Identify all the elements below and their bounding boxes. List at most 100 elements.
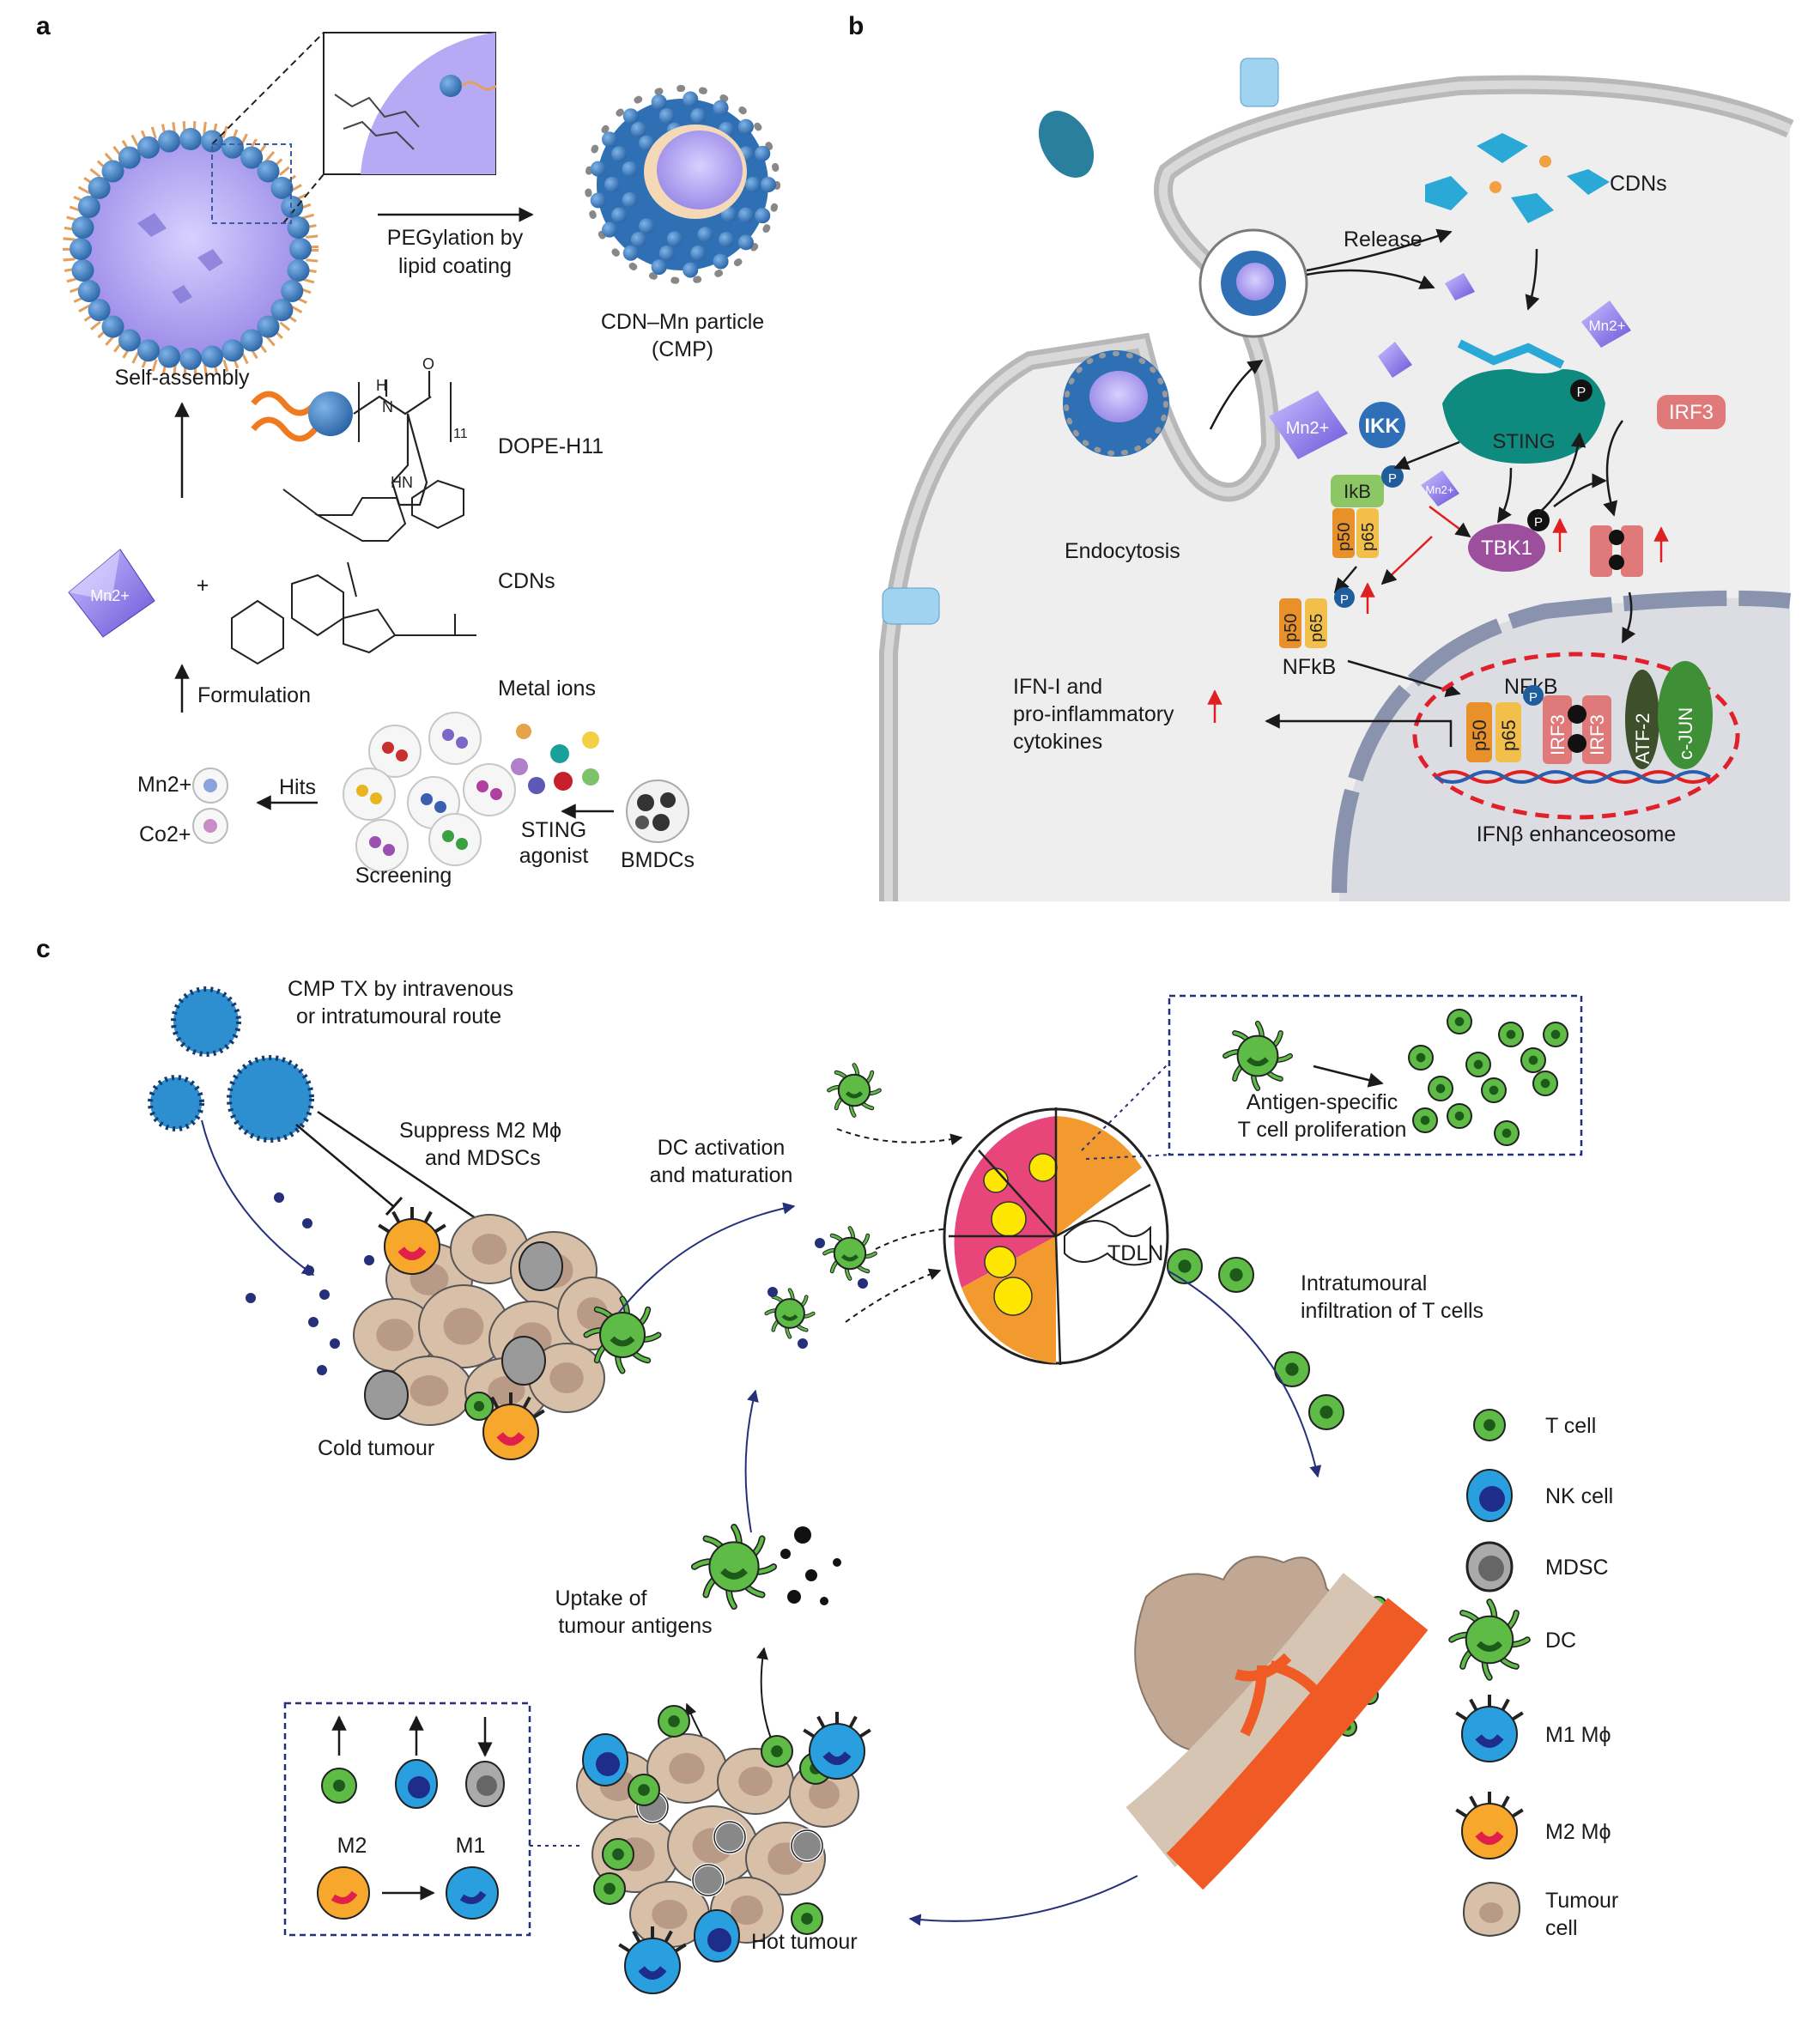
cjun-label: c-JUN (1675, 707, 1696, 760)
cdns-label-b: CDNs (1610, 172, 1667, 196)
tbk1-label: TBK1 (1481, 537, 1532, 560)
atf2-node (1625, 670, 1659, 769)
ikb-label: IkB (1344, 481, 1371, 502)
release-label: Release (1344, 227, 1423, 252)
formulation-label: Formulation (197, 683, 311, 707)
sting-phospho (1570, 379, 1592, 402)
uptake-label-1: Uptake of (555, 1586, 646, 1611)
dope-h11-structure: H N O HN 11 (251, 355, 468, 507)
particle-beads (70, 128, 312, 370)
irf3-dimer-b (1621, 525, 1643, 577)
p50-mid (1279, 598, 1301, 648)
irf3-enh-b-label: IRF3 (1586, 714, 1608, 755)
legend-label-4: M1 Mϕ (1545, 1723, 1611, 1747)
cmp-tx-label-1: CMP TX by intravenous (288, 977, 513, 1001)
suppress-label-2: and MDSCs (425, 1146, 541, 1170)
nuclear-envelope (1332, 590, 1792, 894)
mn-crystal-label: Mn2+ (90, 587, 130, 604)
uptake-dc (690, 1523, 841, 1611)
hits-label: Hits (279, 775, 316, 799)
mdsc-icon (1465, 1541, 1514, 1592)
atf2-label: ATF-2 (1632, 713, 1653, 764)
co-hit-label: Co2+ (139, 822, 191, 846)
legend-label-5: M2 Mϕ (1545, 1820, 1611, 1844)
ifn-label-1: IFN-I and (1013, 675, 1102, 699)
cold-tumour-label: Cold tumour (318, 1436, 434, 1460)
mn-label-b1: Mn2+ (1589, 318, 1626, 334)
m2-label: M2 (337, 1834, 367, 1858)
m1-macrophage-box (446, 1866, 499, 1920)
enh-p: P (1529, 690, 1538, 705)
ikk-node (1359, 402, 1405, 448)
p65-top-label: p65 (1359, 523, 1378, 551)
enhanceosome-label: IFNβ enhanceosome (1477, 822, 1677, 846)
cmp-label-1: CDN–Mn particle (601, 310, 764, 334)
svg-text:11: 11 (453, 427, 468, 441)
membrane-channel-dark (1038, 111, 1095, 178)
p50-enh-label: p50 (1469, 719, 1490, 751)
dope-label: DOPE-H11 (498, 434, 604, 458)
zoom-inset (211, 32, 497, 224)
self-assembled-particle (63, 121, 318, 377)
sting-label: STING (1492, 430, 1555, 453)
tbk1-node (1468, 524, 1545, 572)
membrane-channel-left (882, 587, 940, 625)
svg-text:O: O (422, 355, 434, 373)
cmp-particles-c (148, 986, 314, 1143)
svg-text:HN: HN (391, 474, 413, 491)
screening-label: Screening (355, 864, 452, 888)
pegylation-label-2: lipid coating (398, 254, 512, 278)
nk-cell-icon (1466, 1469, 1513, 1522)
uptake-label-2: tumour antigens (558, 1614, 712, 1638)
released-cdn-dots (246, 1192, 374, 1375)
infiltration-label-2: infiltration of T cells (1301, 1299, 1483, 1323)
cdn-molecules-b (1425, 133, 1610, 223)
plus-sign: + (197, 573, 209, 598)
cdn-structure (231, 479, 476, 665)
tbk1-p: P (1534, 515, 1543, 530)
self-assembly-label: Self-assembly (115, 366, 250, 390)
metal-ions-label: Metal ions (498, 676, 596, 701)
floating-dcs (764, 1063, 882, 1349)
legend-label-1: NK cell (1545, 1484, 1613, 1508)
mn-crystal: Mn2+ (68, 549, 155, 638)
dc-icon (1448, 1598, 1531, 1681)
antigen-label-2: T cell proliferation (1238, 1118, 1407, 1142)
inhibit-m2-line (295, 1124, 394, 1207)
metal-ion-dots (511, 724, 599, 794)
p50-top-label: p50 (1335, 523, 1354, 551)
m1-macrophage-icon (1455, 1695, 1524, 1762)
svg-text:H: H (376, 377, 387, 394)
sting-dimer (1442, 339, 1605, 464)
hot-tumour (576, 1705, 871, 1994)
legend-label-0: T cell (1545, 1414, 1596, 1438)
cmp-tx-label-2: or intratumoural route (296, 1004, 501, 1028)
cold-tumour (353, 1207, 662, 1460)
sting-p-label: P (1577, 385, 1586, 400)
tdln-label: TDLN (1107, 1241, 1163, 1265)
p65-enh-label: p65 (1498, 719, 1520, 751)
tumour-vessel (1125, 1556, 1429, 1890)
legend-label-2: MDSC (1545, 1556, 1609, 1580)
m2-macrophage-box (317, 1866, 370, 1920)
dna-strand-blue (1434, 770, 1712, 784)
m1-label: M1 (456, 1834, 486, 1858)
tumour-cell-icon (1462, 1881, 1521, 1938)
ikb-p: P (1388, 471, 1397, 486)
irf3-enh-a (1543, 695, 1572, 764)
panel-letter-c: c (36, 935, 51, 963)
dc-activation-label-1: DC activation (658, 1136, 786, 1160)
nfkb-label: NFkB (1283, 655, 1337, 679)
sting-agonist-label-1: STING (521, 818, 586, 842)
legend-label-3: DC (1545, 1629, 1576, 1653)
svg-text:N: N (382, 398, 393, 416)
legend-label-6-b: cell (1545, 1916, 1578, 1940)
bmdc-dish (626, 779, 689, 843)
p65-enh (1495, 702, 1521, 762)
irf3-enh-a-label: IRF3 (1547, 714, 1568, 755)
panel-letter-b: b (848, 12, 864, 40)
cjun-node (1658, 661, 1713, 769)
p50-enh (1466, 702, 1492, 762)
irf3-node (1657, 395, 1726, 429)
